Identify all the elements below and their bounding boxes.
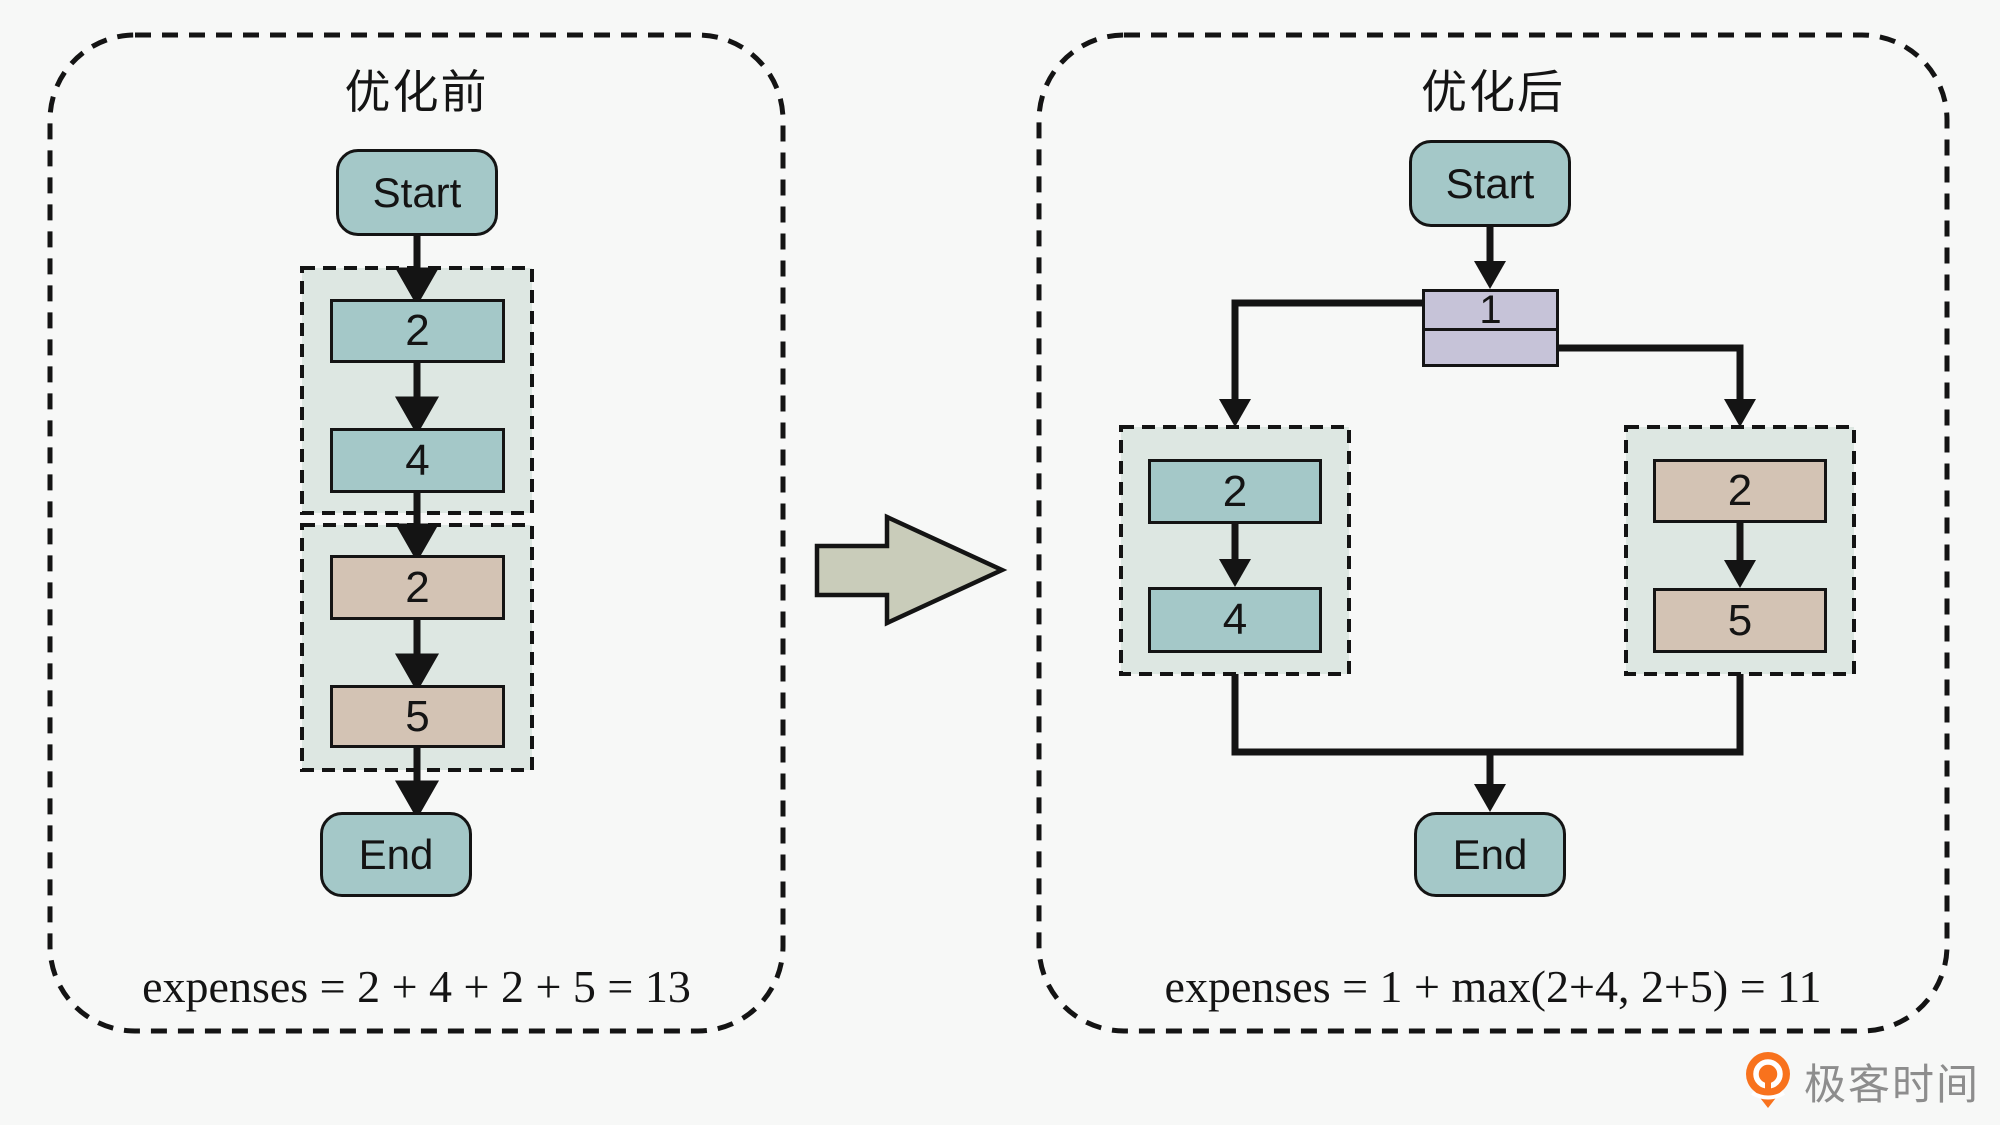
arrowhead [1724,560,1756,588]
arrowhead [1474,261,1506,289]
before-panel-border [47,32,786,1034]
arrowhead [394,267,440,307]
after-panel-border [1036,32,1950,1034]
before-start-node: Start [336,149,498,236]
before-expenses-formula: expenses = 2 + 4 + 2 + 5 = 13 [142,961,691,1012]
geektime-pin-icon [1746,1052,1790,1108]
arrowhead [1474,784,1506,812]
connector-fork-to-left-branch [1231,299,1422,401]
after-right-box-2: 2 [1653,459,1827,523]
connector-join-branches [1231,674,1744,756]
before-stage1-box-4: 4 [330,428,505,493]
connector-fork-to-right-branch [1559,344,1744,401]
after-fork-label-row: 1 [1425,290,1556,331]
before-panel-title: 优化前 [344,66,489,118]
after-left-box-2: 2 [1148,459,1322,524]
after-fork-node: 1 [1422,289,1559,367]
geektime-logo: 极客时间 [1742,1050,1980,1112]
arrowhead [1724,399,1756,427]
arrowhead [1219,399,1251,427]
before-end-node: End [320,812,472,897]
after-right-box-5: 5 [1653,588,1827,653]
transform-arrow-icon [814,513,1008,627]
arrowhead [394,523,440,563]
arrowhead [394,780,440,820]
after-expenses-formula: expenses = 1 + max(2+4, 2+5) = 11 [1164,961,1822,1012]
arrowhead [394,396,440,436]
before-stage2-box-5: 5 [330,685,505,748]
geektime-logo-text: 极客时间 [1804,1060,1981,1108]
after-panel-title: 优化后 [1421,66,1565,118]
after-start-node: Start [1409,140,1571,227]
before-stage1-box-2: 2 [330,299,505,363]
before-stage2-box-2: 2 [330,555,505,620]
after-fork-empty-row [1425,331,1556,364]
after-left-box-4: 4 [1148,587,1322,653]
after-end-node: End [1414,812,1566,897]
arrowhead [1219,559,1251,587]
arrowhead [394,653,440,693]
